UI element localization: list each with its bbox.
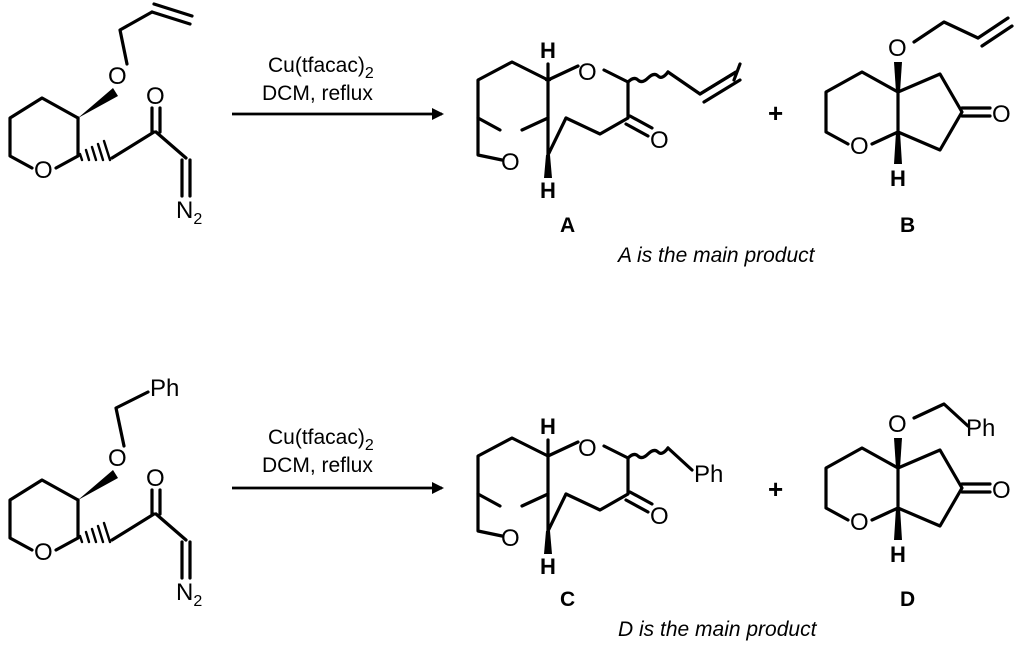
ether-oxygen: O [888,35,907,62]
diazo-nitrogen: N2 [176,197,202,228]
ring-oxygen: O [34,539,53,566]
starting-material-1: O O O N2 [8,2,202,228]
ring-oxygen-left: O [501,525,520,552]
ether-oxygen: O [888,411,907,438]
product-b-label: B [900,214,915,237]
product-a-label: A [560,214,575,237]
product-d: O O O Ph H D [824,402,1011,611]
hashed-bond [78,521,112,544]
product-a: O O O H H A [476,38,742,237]
product-c-label: C [560,588,575,611]
reagent-catalyst: Cu(tfacac)2 [268,426,374,454]
diazo-nitrogen: N2 [176,579,202,610]
h-bottom: H [890,542,906,567]
phenyl-label: Ph [694,461,723,488]
h-top: H [540,414,556,439]
hashed-bond [78,139,112,162]
product-c: O O O Ph H H C [476,414,723,611]
ring-oxygen: O [850,133,869,160]
plus-sign-1: + [768,98,783,128]
ketone-oxygen: O [992,477,1011,504]
reagent-conditions: DCM, reflux [262,82,373,105]
phenyl-label: Ph [966,415,995,442]
product-d-label: D [900,588,915,611]
ring-oxygen: O [850,509,869,536]
ketone-oxygen: O [992,101,1011,128]
reagent-catalyst: Cu(tfacac)2 [268,54,374,82]
h-bottom: H [890,166,906,191]
ring-oxygen-right: O [578,59,597,86]
note-reaction-2: D is the main product [618,618,818,641]
note-reaction-1: A is the main product [616,244,816,267]
h-bottom: H [540,178,556,203]
ring-oxygen-left: O [501,149,520,176]
product-b: O O O H B [824,16,1014,237]
reaction-arrow-1: Cu(tfacac)2 DCM, reflux [232,54,444,120]
carbonyl-oxygen: O [146,465,165,492]
starting-material-2: O Ph O O N2 [8,375,202,610]
ether-oxygen: O [108,445,127,472]
ketone-oxygen: O [650,127,669,154]
h-bottom: H [540,554,556,579]
ketone-oxygen: O [650,503,669,530]
ring-oxygen: O [34,157,53,184]
plus-sign-2: + [768,474,783,504]
ring-oxygen-right: O [578,435,597,462]
reagent-conditions: DCM, reflux [262,454,373,477]
carbonyl-oxygen: O [146,83,165,110]
phenyl-label: Ph [150,375,179,402]
h-top: H [540,38,556,63]
reaction-arrow-2: Cu(tfacac)2 DCM, reflux [232,426,444,494]
ether-oxygen: O [108,63,127,90]
